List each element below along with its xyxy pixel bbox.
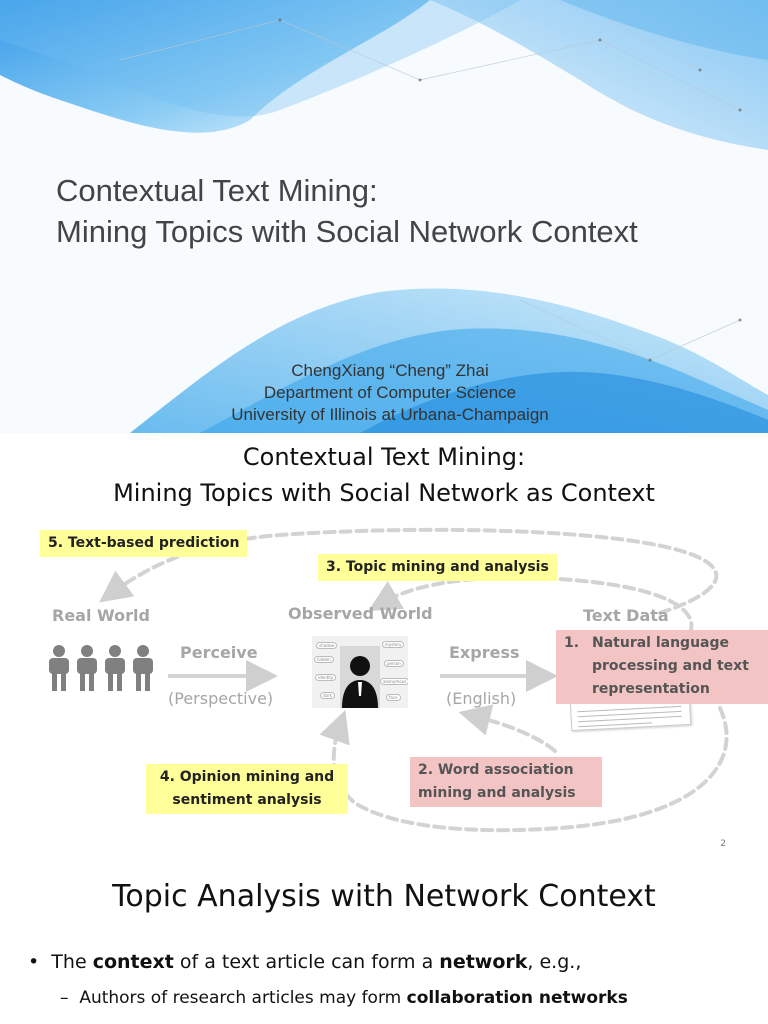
silhouette-icon bbox=[340, 646, 380, 708]
sub-bullet-text: Authors of research articles may form bbox=[79, 988, 407, 1008]
sub-bullet-collaboration: – Authors of research articles may form … bbox=[60, 988, 628, 1008]
photo-tag: face bbox=[386, 694, 401, 701]
box-nlp-text: Natural language processing and text rep… bbox=[592, 635, 749, 697]
box-opinion-mining: 4. Opinion mining and sentiment analysis bbox=[146, 764, 348, 814]
observed-person-image: shadow mystery hidden person identity an… bbox=[312, 636, 408, 708]
author-block: ChengXiang “Cheng” Zhai Department of Co… bbox=[200, 360, 580, 426]
real-world-label: Real World bbox=[52, 606, 150, 625]
slide2-title: Contextual Text Mining: Mining Topics wi… bbox=[0, 439, 768, 511]
box-text-based-prediction: 5. Text-based prediction bbox=[40, 530, 248, 557]
photo-tag: anonymous bbox=[380, 678, 408, 685]
photo-tag: person bbox=[384, 660, 404, 667]
bullet-text-post: , e.g., bbox=[527, 951, 582, 973]
photo-tag: dark bbox=[320, 692, 335, 699]
author-department: Department of Computer Science bbox=[263, 383, 517, 402]
slide2-title-line-1: Contextual Text Mining: bbox=[242, 443, 526, 471]
bullet-context-network: • The context of a text article can form… bbox=[28, 951, 581, 973]
title-line-2: Mining Topics with Social Network Contex… bbox=[56, 214, 638, 249]
blue-wave-background bbox=[0, 0, 768, 433]
box-word-association: 2. Word association mining and analysis bbox=[410, 757, 602, 807]
perceive-label: Perceive bbox=[180, 643, 258, 662]
person-icon bbox=[49, 645, 69, 691]
title-slide-heading: Contextual Text Mining: Mining Topics wi… bbox=[56, 170, 638, 252]
photo-tag: hidden bbox=[314, 656, 334, 663]
text-document-image bbox=[568, 674, 692, 732]
bullet-text-pre: The bbox=[51, 951, 93, 973]
document-lines-icon bbox=[577, 705, 682, 728]
box-topic-mining: 3. Topic mining and analysis bbox=[318, 554, 557, 581]
text-data-label: Text Data bbox=[583, 606, 669, 625]
author-university: University of Illinois at Urbana-Champai… bbox=[231, 405, 549, 424]
sub-bullet-bold: collaboration networks bbox=[406, 988, 628, 1008]
english-label: (English) bbox=[446, 689, 517, 708]
bullet-text-mid: of a text article can form a bbox=[173, 951, 440, 973]
topic-analysis-slide: Topic Analysis with Network Context • Th… bbox=[0, 861, 768, 1024]
box-nlp-number: 1. bbox=[564, 635, 580, 651]
slide3-title: Topic Analysis with Network Context bbox=[112, 879, 656, 914]
photo-tag: shadow bbox=[316, 642, 338, 649]
observed-world-label: Observed World bbox=[288, 604, 433, 623]
sub-bullet-marker: – bbox=[60, 988, 80, 1008]
title-slide: Contextual Text Mining: Mining Topics wi… bbox=[0, 0, 768, 433]
bullet-bold-network: network bbox=[439, 951, 528, 973]
express-label: Express bbox=[449, 643, 520, 662]
author-name: ChengXiang “Cheng” Zhai bbox=[291, 361, 489, 380]
slide2-title-line-2: Mining Topics with Social Network as Con… bbox=[113, 479, 655, 507]
bullet-marker: • bbox=[28, 951, 52, 973]
bullet-bold-context: context bbox=[92, 951, 174, 973]
photo-tag: mystery bbox=[382, 641, 405, 648]
context-diagram-slide: Contextual Text Mining: Mining Topics wi… bbox=[0, 433, 768, 861]
box-nlp: 1. Natural language processing and text … bbox=[556, 630, 768, 704]
photo-tag: identity bbox=[315, 674, 337, 681]
perspective-label: (Perspective) bbox=[168, 689, 274, 708]
title-line-1: Contextual Text Mining: bbox=[56, 173, 378, 208]
page-number: 2 bbox=[720, 839, 726, 849]
people-group-icon bbox=[49, 645, 153, 691]
